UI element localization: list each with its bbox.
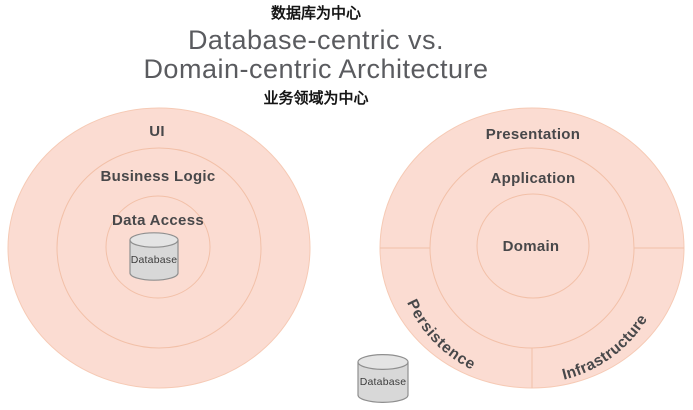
chinese-caption-bottom: 业务领域为中心 <box>263 90 369 107</box>
database-centric-diagram: UI Business Logic Data Access Database <box>7 107 311 389</box>
left-inner-ring-data-access <box>105 195 211 299</box>
left-ring-label-ui: UI <box>149 123 165 140</box>
right-ring-label-domain: Domain <box>503 238 560 255</box>
right-ring-label-application: Application <box>491 170 576 187</box>
domain-centric-diagram: Presentation Application Domain Persiste… <box>357 107 685 403</box>
header: 数据库为中心 Database-centric vs. Domain-centr… <box>0 5 632 108</box>
database-cylinder-body <box>129 240 179 281</box>
left-ring-label-business-logic: Business Logic <box>100 168 215 185</box>
right-inner-ring-domain <box>476 193 590 299</box>
left-database-label: Database <box>131 254 178 266</box>
right-ring-label-presentation: Presentation <box>486 126 580 143</box>
left-middle-ring-business-logic <box>56 147 262 349</box>
left-database-cylinder-icon: Database <box>129 232 179 281</box>
database-cylinder-body <box>357 362 409 403</box>
right-database-cylinder-icon: Database <box>357 353 409 403</box>
page-title-line1: Database-centric vs. <box>187 25 445 55</box>
database-cylinder-top <box>129 232 179 248</box>
chinese-caption-top: 数据库为中心 <box>270 5 361 22</box>
right-database-label: Database <box>360 376 407 388</box>
left-ring-label-data-access: Data Access <box>112 212 204 229</box>
page-title-line2: Domain-centric Architecture <box>143 54 489 84</box>
database-cylinder-top <box>357 353 409 371</box>
